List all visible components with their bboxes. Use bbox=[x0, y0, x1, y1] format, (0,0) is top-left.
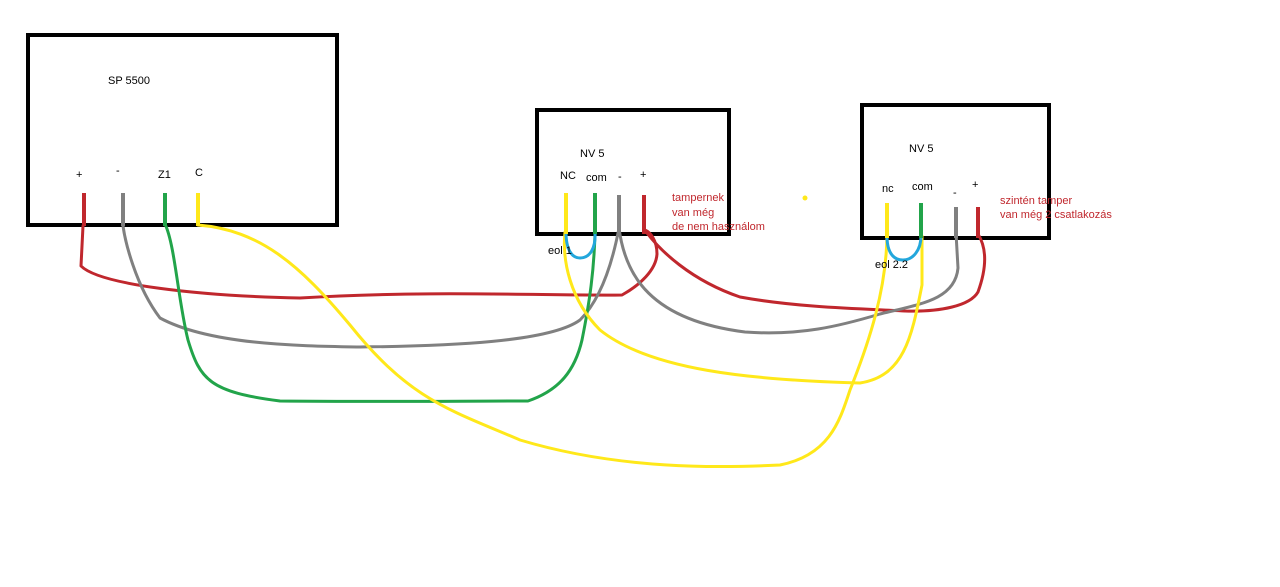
green-z1-wire bbox=[163, 222, 597, 403]
detector-1-note-line-3: de nem használom bbox=[672, 221, 765, 233]
red-plus-wire bbox=[79, 224, 987, 313]
detector-2-note-line-2: van még 2 csatlakozás bbox=[1000, 209, 1112, 221]
gray-minus-wire bbox=[121, 224, 960, 349]
detector-1-terminal-minus: - bbox=[618, 171, 622, 183]
detector-1-terminal-plus: + bbox=[640, 169, 646, 181]
panel-terminal-z1: Z1 bbox=[158, 169, 171, 181]
detector-2-terminal-nc: nc bbox=[882, 183, 894, 195]
detector-1-note-line-1: tampernek bbox=[672, 192, 724, 204]
detector-2-title: NV 5 bbox=[909, 143, 933, 155]
detector-1-title: NV 5 bbox=[580, 148, 604, 160]
panel-terminal-minus: - bbox=[116, 165, 120, 177]
detector-2-note-line-1: szintén tamper bbox=[1000, 195, 1072, 207]
yellow-nc-link-wire bbox=[562, 230, 924, 385]
stray-yellow-dot bbox=[802, 195, 808, 201]
detector-1-terminal-nc: NC bbox=[560, 170, 576, 182]
detector-1-terminal-com: com bbox=[586, 172, 607, 184]
detector-1-note-line-2: van még bbox=[672, 207, 714, 219]
eol-1-resistor bbox=[564, 230, 597, 260]
panel-title: SP 5500 bbox=[108, 75, 150, 87]
detector-2-terminal-plus: + bbox=[972, 179, 978, 191]
eol-2-label: eol 2.2 bbox=[875, 259, 908, 271]
panel-terminal-plus: + bbox=[76, 169, 82, 181]
sp5500-panel-box bbox=[26, 33, 339, 227]
detector-2-terminal-com: com bbox=[912, 181, 933, 193]
panel-terminal-c: C bbox=[195, 167, 203, 179]
nv5-detector-1-box bbox=[535, 108, 731, 236]
eol-1-label: eol 1 bbox=[548, 245, 572, 257]
eol-2-resistor bbox=[885, 234, 923, 262]
detector-2-terminal-minus: - bbox=[953, 187, 957, 199]
